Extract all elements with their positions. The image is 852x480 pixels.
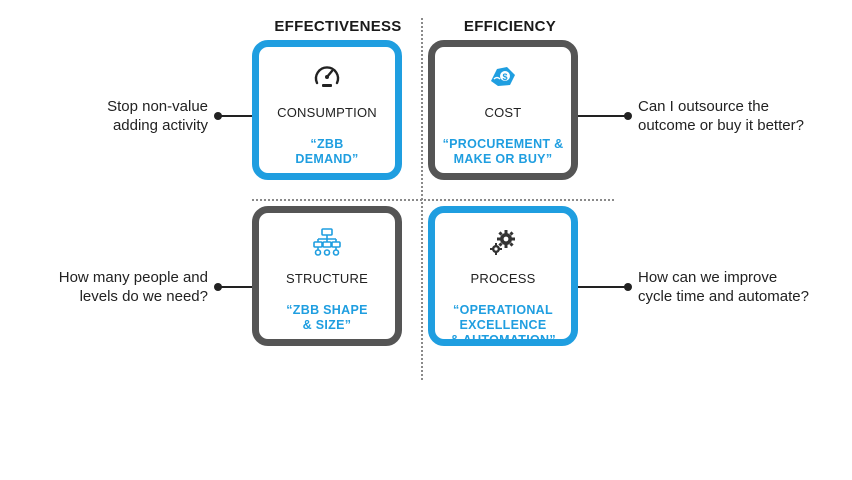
process-label: PROCESS — [470, 271, 536, 286]
consumption-tagline: “ZBB DEMAND” — [295, 137, 359, 166]
svg-text:$: $ — [502, 72, 507, 82]
money-hand-icon: $ — [491, 67, 515, 86]
process-tagline: “OPERATIONAL EXCELLENCE & AUTOMATION” — [450, 303, 556, 347]
efficiency-header: EFFICIENCY — [463, 18, 557, 35]
connector-dot-consumption — [214, 112, 222, 120]
org-chart-icon — [313, 228, 341, 256]
cost-quadrant: $ COST “PROCUREMENT & MAKE OR BUY” — [428, 40, 578, 180]
connector-process — [578, 286, 628, 288]
connector-structure — [216, 286, 252, 288]
connector-dot-process — [624, 283, 632, 291]
speedometer-icon — [314, 66, 340, 87]
structure-tagline: “ZBB SHAPE & SIZE” — [286, 303, 368, 332]
question-consumption: Stop non-value adding activity — [107, 98, 208, 134]
question-structure: How many people and levels do we need? — [58, 269, 208, 305]
question-process: How can we improve cycle time and automa… — [638, 269, 809, 305]
consumption-quadrant: CONSUMPTION “ZBB DEMAND” — [252, 40, 402, 180]
structure-quadrant: STRUCTURE “ZBB SHAPE & SIZE” — [252, 206, 402, 346]
process-quadrant: PROCESS “OPERATIONAL EXCELLENCE & AUTOMA… — [428, 206, 578, 347]
connector-dot-structure — [214, 283, 222, 291]
gears-icon — [490, 230, 515, 255]
effectiveness-header: EFFECTIVENESS — [274, 18, 402, 35]
connector-dot-cost — [624, 112, 632, 120]
cost-label: COST — [484, 105, 522, 120]
consumption-label: CONSUMPTION — [277, 105, 377, 120]
cost-tagline: “PROCUREMENT & MAKE OR BUY” — [442, 137, 564, 166]
connector-cost — [578, 115, 628, 117]
question-cost: Can I outsource the outcome or buy it be… — [638, 98, 804, 134]
structure-label: STRUCTURE — [286, 271, 368, 286]
horizontal-divider — [252, 199, 614, 201]
connector-consumption — [216, 115, 252, 117]
